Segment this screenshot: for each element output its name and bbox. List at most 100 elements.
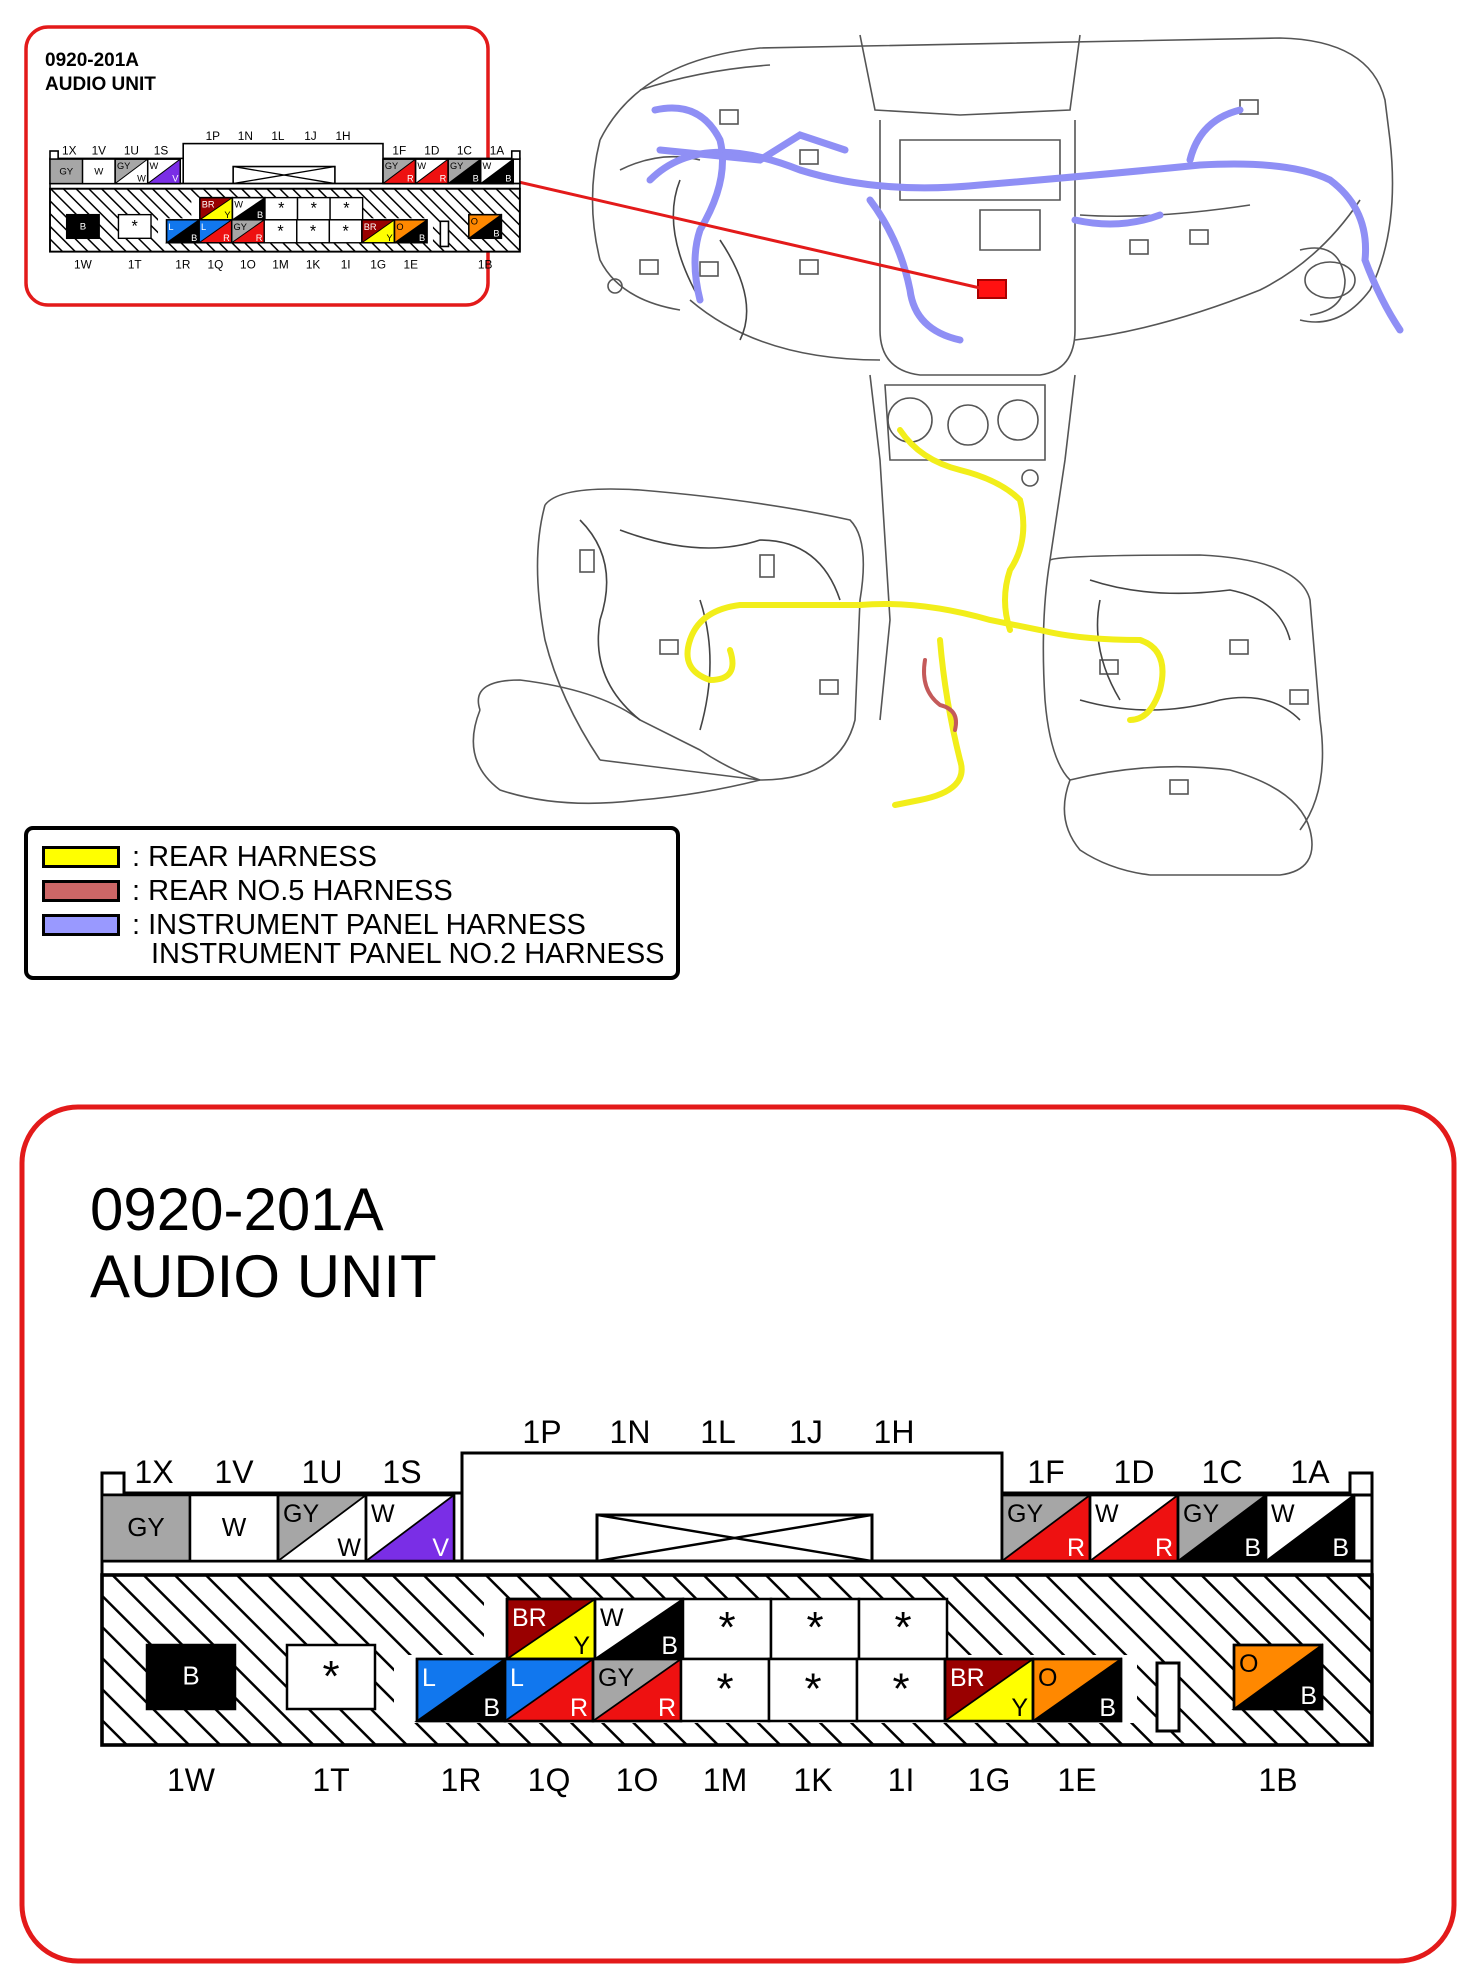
wire-color-label: W bbox=[94, 166, 104, 177]
pin-cell: GY bbox=[100, 1493, 192, 1563]
rear-harness-path bbox=[684, 427, 1166, 808]
pin-label-bottom: 1B bbox=[478, 258, 493, 272]
wire-color-label: R bbox=[570, 1694, 588, 1722]
pin-cell: B bbox=[65, 213, 100, 240]
pin-cell: WB bbox=[592, 1597, 685, 1661]
wire-color-label: B bbox=[1099, 1694, 1116, 1722]
pin-cell: W bbox=[81, 158, 116, 185]
pin-cell: * bbox=[285, 1643, 377, 1711]
pin-cell: WB bbox=[1263, 1493, 1356, 1563]
pin-label-top: 1P bbox=[206, 129, 221, 143]
pin-label-bottom: 1E bbox=[404, 258, 419, 272]
unused-pin-mark: * bbox=[716, 1665, 733, 1714]
wire-color-label: GY bbox=[283, 1500, 319, 1528]
wire-color-label: GY bbox=[117, 161, 130, 171]
pin-cell: B bbox=[145, 1643, 237, 1711]
pin-label-bottom: 1G bbox=[968, 1762, 1011, 1798]
wire-color-label: R bbox=[1067, 1534, 1085, 1562]
pin-cell: GYR bbox=[590, 1657, 683, 1723]
wire-color-label: B bbox=[1332, 1534, 1349, 1562]
wire-color-label: O bbox=[1038, 1664, 1057, 1692]
wire-color-label: R bbox=[440, 174, 447, 184]
wire-color-label: R bbox=[407, 174, 414, 184]
unused-pin-mark: * bbox=[806, 1603, 823, 1652]
pin-label-top: 1F bbox=[1027, 1454, 1064, 1490]
wire-color-label: B bbox=[191, 233, 197, 243]
wire-color-label: GY bbox=[127, 1512, 165, 1542]
wire-color-label: W bbox=[483, 161, 492, 171]
pin-label-bottom: 1B bbox=[1258, 1762, 1297, 1798]
legend-label: : INSTRUMENT PANEL HARNESS bbox=[132, 908, 586, 941]
unused-pin-mark: * bbox=[892, 1665, 909, 1714]
instrument-panel-harness-path bbox=[646, 104, 1404, 344]
legend-item-rear-harness: : REAR HARNESS bbox=[42, 840, 377, 874]
wire-color-label: W bbox=[371, 1500, 395, 1528]
pin-cell: BRY bbox=[942, 1657, 1035, 1723]
pin-cell: GYR bbox=[381, 158, 417, 185]
pin-label-bottom: 1Q bbox=[528, 1762, 571, 1798]
pin-cell: * bbox=[296, 219, 331, 244]
pin-label-top: 1S bbox=[154, 144, 169, 158]
unused-pin-mark: * bbox=[322, 1652, 339, 1701]
legend-swatch bbox=[42, 880, 120, 902]
pin-cell: BRY bbox=[198, 196, 234, 221]
pin-cell: GYB bbox=[1175, 1493, 1268, 1563]
pin-label-bottom: 1M bbox=[272, 258, 288, 272]
pin-cell: GY W bbox=[275, 1493, 368, 1563]
wire-color-label: Y bbox=[1011, 1694, 1028, 1722]
pin-label-top: 1C bbox=[457, 144, 473, 158]
wire-color-label: GY bbox=[1007, 1500, 1043, 1528]
pin-cell: OB bbox=[1030, 1657, 1123, 1723]
pin-label-bottom: 1R bbox=[441, 1762, 482, 1798]
wire-color-label: B bbox=[505, 174, 511, 184]
wire-color-label: Y bbox=[386, 233, 392, 243]
wire-color-label: W bbox=[1095, 1500, 1119, 1528]
legend-label: : REAR NO.5 HARNESS bbox=[132, 874, 453, 907]
wire-color-label: W bbox=[337, 1534, 361, 1562]
legend-swatch bbox=[42, 914, 120, 936]
wire-color-label: O bbox=[396, 222, 403, 232]
pin-label-top: 1D bbox=[1114, 1454, 1155, 1490]
pin-cell: * bbox=[679, 1657, 771, 1723]
pin-cell: * bbox=[681, 1597, 773, 1661]
thumbnail-name: AUDIO UNIT bbox=[45, 74, 156, 95]
pin-label-top: 1H bbox=[335, 129, 350, 143]
wire-color-label: W bbox=[234, 200, 243, 210]
pin-cell: BRY bbox=[360, 218, 396, 244]
wire-color-label: Y bbox=[573, 1632, 590, 1660]
pin-label-top: 1L bbox=[700, 1414, 736, 1450]
pin-label-top: 1H bbox=[874, 1414, 915, 1450]
pin-label-top: 1L bbox=[271, 129, 285, 143]
pin-label-bottom: 1K bbox=[306, 258, 321, 272]
unused-pin-mark: * bbox=[278, 200, 285, 218]
wire-color-label: W bbox=[1271, 1500, 1295, 1528]
pin-label-bottom: 1K bbox=[793, 1762, 832, 1798]
pin-cell: LB bbox=[165, 218, 200, 244]
pin-label-top: 1A bbox=[1290, 1454, 1330, 1490]
wire-color-label: R bbox=[223, 233, 230, 243]
wire-color-label: R bbox=[256, 233, 263, 243]
legend-label: : REAR HARNESS bbox=[132, 840, 377, 873]
wire-color-label: W bbox=[417, 161, 426, 171]
pin-label-bottom: 1I bbox=[888, 1762, 915, 1798]
wire-color-label: B bbox=[483, 1694, 500, 1722]
pin-label-bottom: 1I bbox=[341, 258, 351, 272]
callout-line bbox=[487, 173, 981, 290]
rear-no5-harness-path bbox=[922, 658, 958, 732]
pin-cell: LR bbox=[197, 218, 233, 244]
thumbnail-part-number: 0920-201A bbox=[45, 50, 139, 71]
wire-color-label: L bbox=[510, 1664, 524, 1692]
pin-label-top: 1X bbox=[134, 1454, 173, 1490]
pin-cell: WR bbox=[414, 158, 449, 185]
unused-pin-mark: * bbox=[311, 200, 318, 218]
wire-color-label: L bbox=[422, 1664, 436, 1692]
unused-pin-mark: * bbox=[343, 200, 350, 218]
wire-color-label: GY bbox=[1183, 1500, 1219, 1528]
legend-item-rear-no5-harness: : REAR NO.5 HARNESS bbox=[42, 874, 453, 908]
pin-cell: WV bbox=[146, 158, 181, 185]
pin-cell: GYB bbox=[446, 158, 482, 185]
unused-pin-mark: * bbox=[277, 222, 284, 240]
unused-pin-mark: * bbox=[894, 1603, 911, 1652]
pin-cell: WV bbox=[363, 1493, 456, 1563]
pin-cell: GYW bbox=[113, 158, 149, 185]
